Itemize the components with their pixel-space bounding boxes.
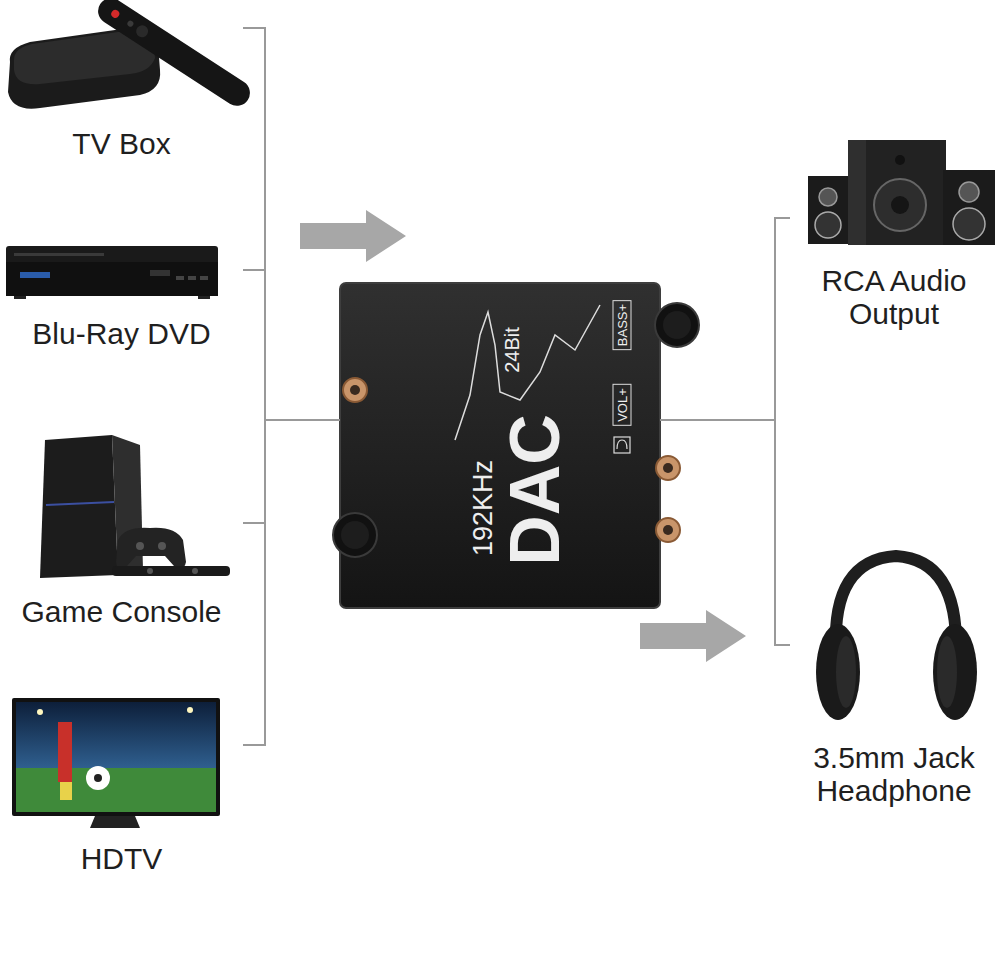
hdtv-icon-part: [16, 702, 216, 812]
game-console-icon-part: [192, 568, 198, 574]
game-console-icon: [40, 435, 230, 578]
dac-device-part: [350, 385, 360, 395]
bluray-player-icon-part: [6, 246, 218, 296]
hdtv-icon-part: [16, 768, 216, 812]
dac-device: [333, 283, 699, 608]
speakers-icon-part: [848, 140, 866, 245]
bracket-connector: [243, 28, 340, 420]
hdtv-icon-part: [86, 766, 110, 790]
tv-box-icon-part-part: [110, 8, 121, 19]
hdtv-icon-part: [12, 698, 220, 816]
dac-device-part: [656, 518, 680, 542]
device-label-box: 3.5mm Jack Headphone: [790, 550, 998, 807]
dac-device-part: [663, 525, 673, 535]
device-label: 3.5mm Jack Headphone: [790, 741, 998, 807]
bluray-player-icon-part: [188, 276, 196, 280]
hdtv-icon-part: [58, 722, 72, 782]
game-console-icon-part: [136, 542, 144, 550]
speakers-icon-part: [895, 155, 905, 165]
device-label: Game Console: [21, 595, 221, 628]
headphones-icon: [816, 556, 977, 720]
speakers-icon-part: [874, 179, 926, 231]
speakers-icon-part: [848, 140, 946, 245]
bluray-player-icon-part: [20, 272, 50, 278]
bluray-player-icon-part: [14, 296, 26, 299]
dac-device-part: [656, 456, 680, 480]
hdtv-icon-part: [94, 774, 102, 782]
tv-box-icon-part-part: [134, 23, 151, 40]
dac-device-part: [655, 303, 699, 347]
flow-arrow: [300, 210, 406, 262]
speakers-icon-part: [891, 196, 909, 214]
flow-arrow: [640, 610, 746, 662]
hdtv-icon-part: [90, 816, 140, 828]
hdtv-icon-part: [187, 707, 193, 713]
speakers-icon: [808, 140, 995, 245]
dac-box: 192KHz 24BitDAC VOL+ BASS+: [340, 283, 660, 608]
bracket-connector: [660, 420, 790, 645]
device-label-box: HDTV: [0, 690, 243, 875]
hdtv-icon-part: [60, 782, 72, 800]
bluray-player-icon-part: [176, 276, 184, 280]
headphones-icon-part: [836, 636, 856, 708]
bluray-player-icon: [6, 246, 218, 299]
dac-device-part: [614, 437, 630, 453]
speakers-icon-part: [943, 170, 995, 245]
sample-rate-text: 192KHz: [470, 460, 497, 556]
device-label-box: RCA Audio Output: [790, 135, 998, 330]
headphones-icon-part: [836, 556, 956, 650]
bluray-player-icon-part: [198, 296, 210, 299]
dac-device-part: [343, 378, 367, 402]
speakers-icon-part: [819, 188, 837, 206]
dac-device-part: [333, 513, 377, 557]
speakers-icon-part: [815, 212, 841, 238]
device-label-box: Blu-Ray DVD: [0, 232, 243, 350]
device-label: Blu-Ray DVD: [32, 317, 210, 350]
device-label-box: Game Console: [0, 430, 243, 628]
tv-box-icon-part-part: [93, 0, 255, 111]
bluray-player-icon-part: [6, 262, 218, 296]
bracket-connector: [243, 420, 340, 523]
device-label: TV Box: [72, 127, 170, 160]
dac-device-part: [663, 311, 691, 339]
bluray-player-icon-part: [150, 270, 170, 276]
control-label: BASS+: [613, 300, 632, 350]
bluray-player-icon-part: [14, 253, 104, 256]
hdtv-icon-part: [37, 709, 43, 715]
speakers-icon-part: [959, 182, 979, 202]
game-console-icon-part: [40, 435, 118, 578]
bracket-connector: [243, 420, 340, 745]
device-label: HDTV: [81, 842, 163, 875]
hdtv-icon: [12, 698, 220, 828]
tv-box-icon: [8, 0, 255, 111]
game-console-icon-part: [147, 568, 153, 574]
speakers-icon-part: [953, 208, 985, 240]
dac-device-part: [617, 440, 627, 449]
device-name-text: DAC: [500, 414, 570, 566]
tv-box-icon-part: [93, 0, 255, 111]
speakers-icon-part: [808, 176, 848, 244]
bracket-connector: [660, 218, 790, 420]
bluray-player-icon-part: [200, 276, 208, 280]
headphones-icon-part: [933, 624, 977, 720]
tv-box-icon-part-part: [126, 20, 134, 28]
bit-depth-text: 24Bit: [502, 327, 522, 373]
dac-device-part: [340, 283, 660, 608]
device-label-box: TV Box: [0, 0, 243, 160]
game-console-icon-part: [116, 528, 186, 569]
game-console-icon-part: [46, 502, 114, 505]
game-console-icon-part: [112, 566, 230, 576]
dac-device-part: [341, 521, 369, 549]
device-label: RCA Audio Output: [790, 264, 998, 330]
headphones-icon-part: [937, 636, 957, 708]
control-label: VOL+: [613, 384, 632, 426]
game-console-icon-part: [158, 542, 166, 550]
headphones-icon-part: [816, 624, 860, 720]
dac-device-part: [663, 463, 673, 473]
bracket-connector: [243, 270, 340, 420]
